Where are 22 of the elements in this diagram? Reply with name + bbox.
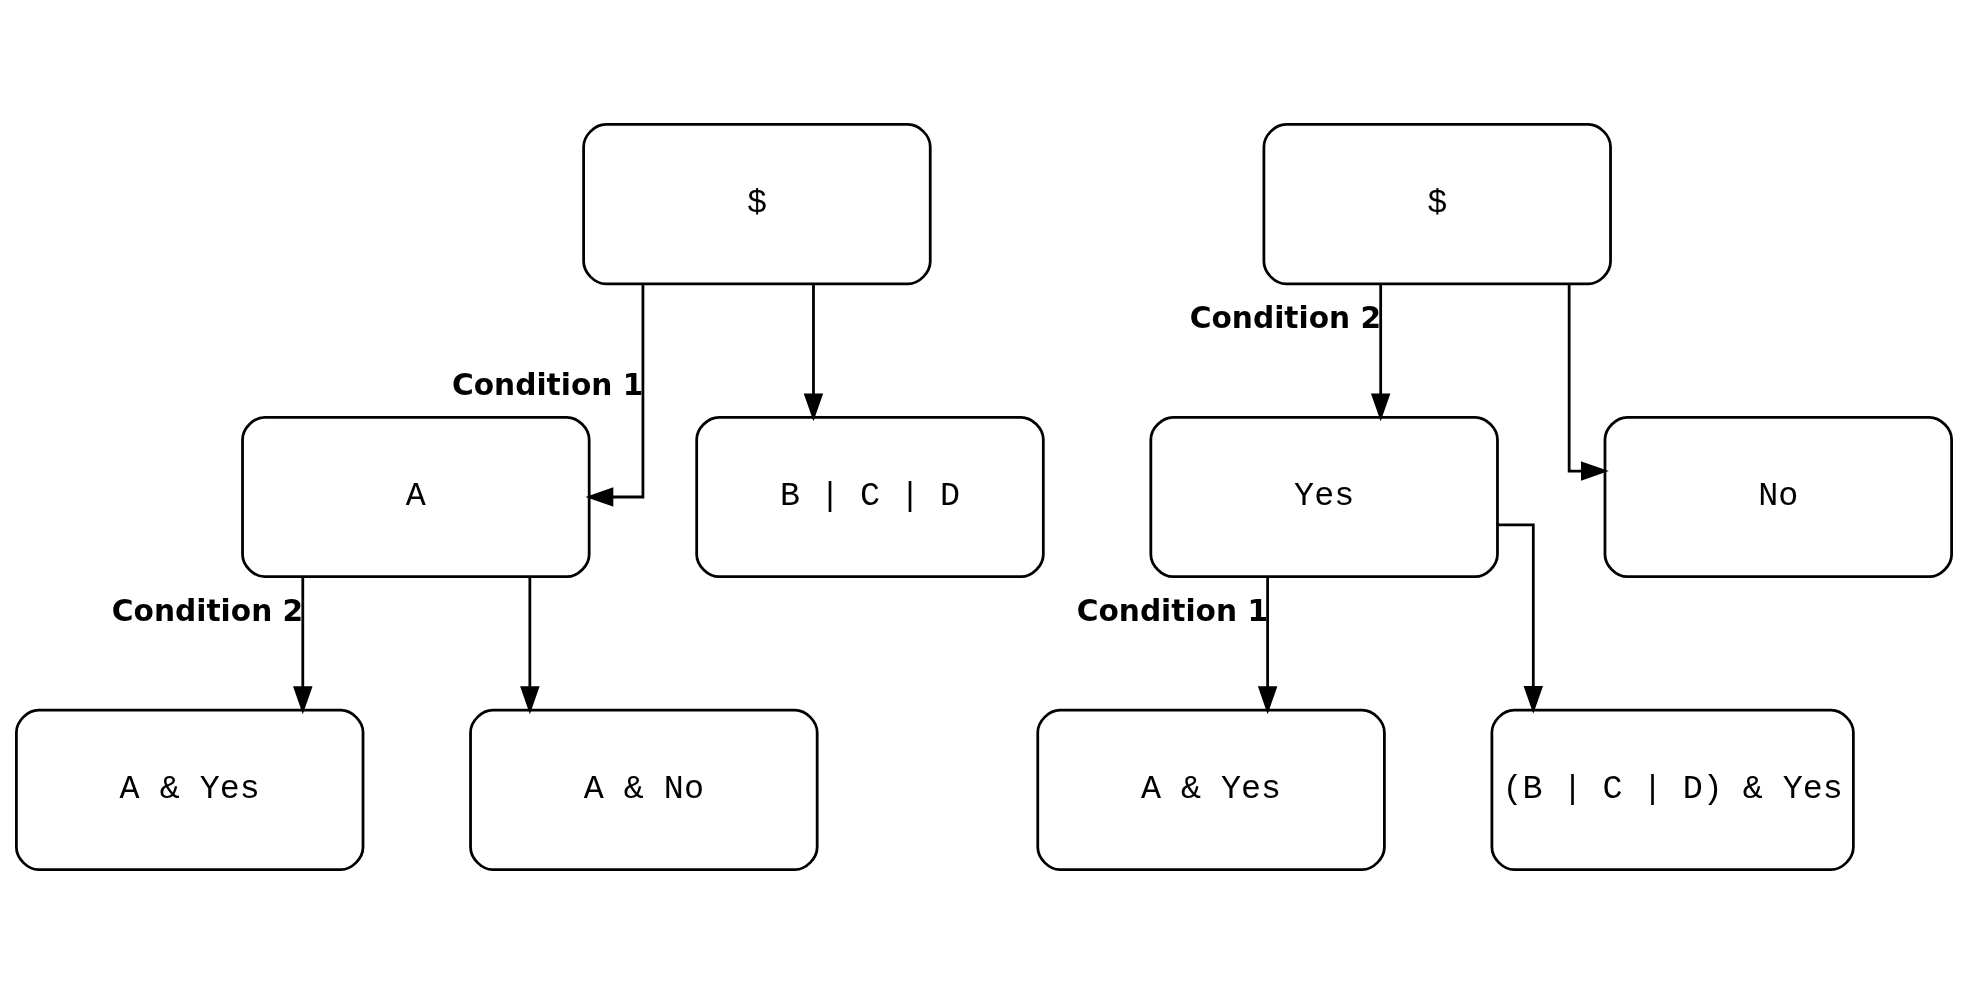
node-box: A <box>241 415 591 578</box>
arrow <box>1567 283 1609 481</box>
edge-label: Condition 1 <box>452 366 644 402</box>
arrow <box>1497 522 1544 714</box>
node-box: A & Yes <box>15 708 365 871</box>
arrow <box>585 283 645 507</box>
edge-label: Condition 2 <box>1189 299 1382 335</box>
arrow <box>1257 576 1278 714</box>
edge-label: Condition 2 <box>111 592 304 628</box>
node-box: $ <box>1262 122 1612 285</box>
node-box: A & No <box>469 708 819 871</box>
node-box: Yes <box>1149 415 1499 578</box>
node-box: No <box>1603 415 1953 578</box>
node-box: B | C | D <box>695 415 1045 578</box>
arrow <box>293 576 313 714</box>
node-box: $ <box>582 122 932 285</box>
arrow <box>1370 283 1391 421</box>
edge-label: Condition 1 <box>1076 592 1269 628</box>
arrow <box>803 283 824 421</box>
node-box: (B | C | D) & Yes <box>1490 708 1855 871</box>
arrow <box>520 576 540 714</box>
node-box: A & Yes <box>1036 708 1386 871</box>
